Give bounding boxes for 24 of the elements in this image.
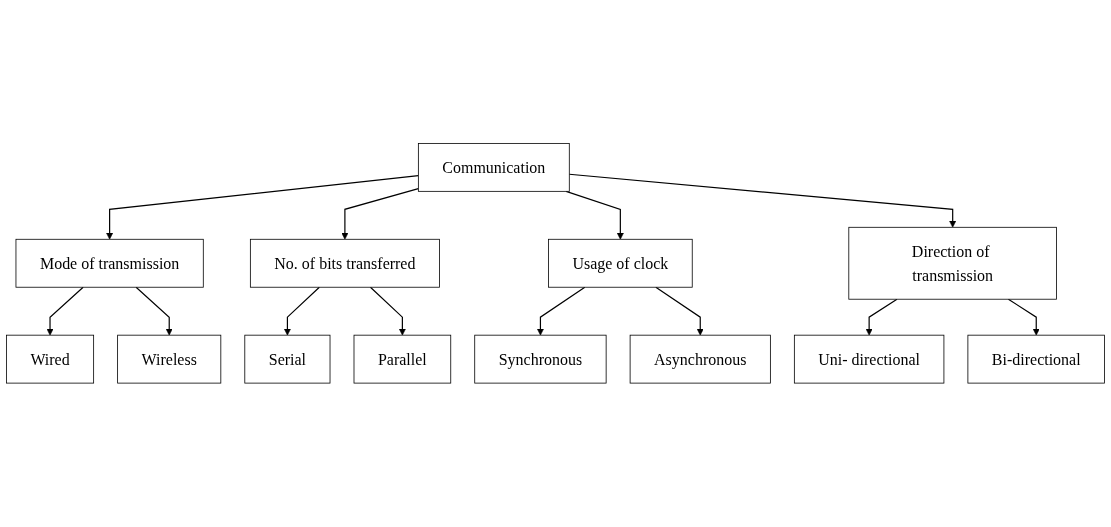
arrow [369, 286, 406, 336]
node-box: Asynchronous [629, 335, 771, 384]
node-box: Mode of transmission [15, 239, 204, 288]
arrow [283, 286, 320, 336]
arrow [46, 286, 84, 336]
node-box: Usage of clock [548, 239, 693, 288]
arrow [536, 286, 586, 336]
node-box: Synchronous [474, 335, 607, 384]
node-box: Uni- directional [793, 335, 945, 384]
arrow [568, 173, 957, 228]
node-box: Parallel [353, 335, 452, 384]
node-box: Bi-directional [967, 335, 1105, 384]
node-box: Wireless [117, 335, 222, 384]
node-box: Serial [244, 335, 331, 384]
arrow [865, 298, 898, 336]
arrow [106, 175, 419, 240]
arrow [341, 188, 419, 240]
node-box: Direction of transmission [848, 227, 1057, 300]
arrow [135, 286, 173, 336]
node-box: No. of bits transferred [249, 239, 440, 288]
node-box: Wired [6, 335, 95, 384]
node-box: Communication [417, 143, 570, 192]
arrow [1007, 298, 1040, 336]
arrow [655, 286, 704, 336]
